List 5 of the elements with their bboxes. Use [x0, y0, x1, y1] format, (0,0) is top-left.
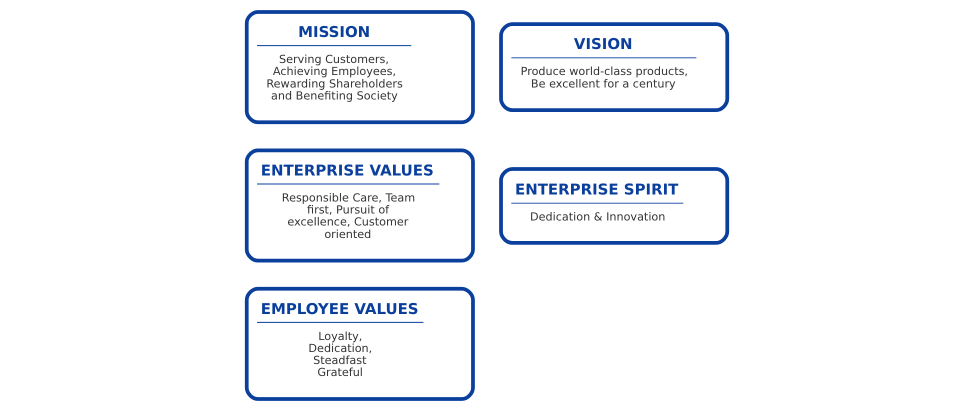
node-box: ENTERPRISE SPIRIT Dedication & Innovation [498, 167, 729, 245]
node-box: ENTERPRISE VALUES Responsible Care, Team first, Pursuit of excellence, Customer oriented [244, 148, 474, 263]
node-box: MISSION Serving Customers, Achieving Employees, Rewarding Shareholders and Benefiting Society [244, 10, 474, 124]
node-box: EMPLOYEE VALUES Loyalty, Dedication, Steadfast Grateful [244, 286, 474, 401]
node-box: VISION Produce world-class products, Be excellent for a century [498, 22, 729, 112]
